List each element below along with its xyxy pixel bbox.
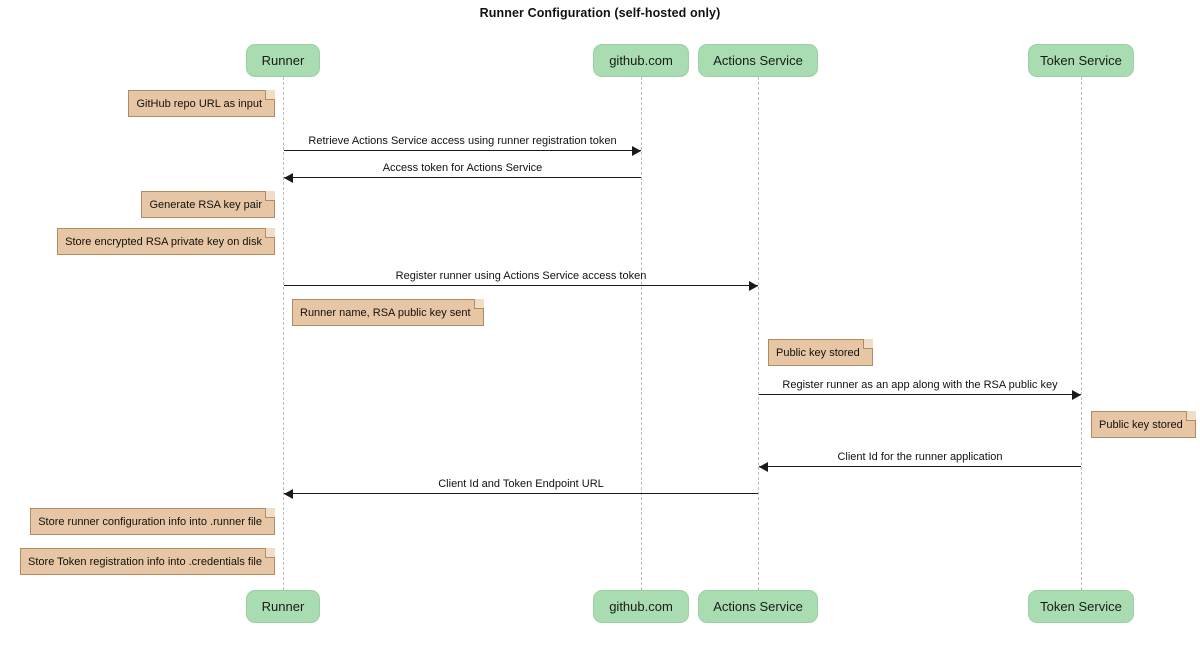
- note-public-key-stored-1: Public key stored: [768, 339, 873, 366]
- note-fold-corner-icon: [265, 508, 275, 518]
- lifeline-token: [1081, 77, 1082, 590]
- msg-access-token-line: [284, 177, 641, 178]
- participant-github-top[interactable]: github.com: [593, 44, 689, 77]
- msg-client-id-token-endpoint-line: [284, 493, 758, 494]
- participant-label: Actions Service: [713, 599, 803, 614]
- note-runner-name-rsa: Runner name, RSA public key sent: [292, 299, 484, 326]
- note-store-token-reg: Store Token registration info into .cred…: [20, 548, 275, 575]
- lifeline-github: [641, 77, 642, 590]
- note-text: Runner name, RSA public key sent: [300, 306, 471, 319]
- msg-register-runner-app-arrowhead: [1072, 389, 1081, 400]
- note-fold-corner-icon: [265, 548, 275, 558]
- msg-register-runner-app-line: [759, 394, 1081, 395]
- note-text: Store runner configuration info into .ru…: [38, 515, 262, 528]
- note-fold-corner-icon: [473, 299, 484, 309]
- note-fold-corner-icon: [265, 90, 275, 100]
- note-public-key-stored-2: Public key stored: [1091, 411, 1196, 438]
- note-fold-corner-icon: [265, 191, 275, 201]
- participant-token-top[interactable]: Token Service: [1028, 44, 1134, 77]
- note-text: Public key stored: [1099, 418, 1183, 431]
- note-store-encrypted-rsa: Store encrypted RSA private key on disk: [57, 228, 275, 255]
- participant-token-bottom[interactable]: Token Service: [1028, 590, 1134, 623]
- participant-label: Runner: [261, 599, 305, 614]
- note-fold-corner-icon: [265, 228, 275, 238]
- note-github-repo-url: GitHub repo URL as input: [128, 90, 275, 117]
- note-generate-rsa: Generate RSA key pair: [141, 191, 275, 218]
- page-title: Runner Configuration (self-hosted only): [479, 6, 721, 20]
- msg-register-runner-app-label: Register runner as an app along with the…: [782, 379, 1058, 391]
- msg-client-id-for-runner-app-arrowhead: [759, 461, 768, 472]
- lifeline-actions: [758, 77, 759, 590]
- note-text: Generate RSA key pair: [149, 198, 262, 211]
- msg-retrieve-actions-access-label: Retrieve Actions Service access using ru…: [308, 135, 617, 147]
- note-fold-corner-icon: [1185, 411, 1196, 421]
- msg-register-runner-label: Register runner using Actions Service ac…: [395, 270, 647, 282]
- participant-actions-top[interactable]: Actions Service: [698, 44, 818, 77]
- participant-label: github.com: [609, 599, 673, 614]
- participant-actions-bottom[interactable]: Actions Service: [698, 590, 818, 623]
- participant-label: Runner: [261, 53, 305, 68]
- participant-github-bottom[interactable]: github.com: [593, 590, 689, 623]
- participant-runner-top[interactable]: Runner: [246, 44, 320, 77]
- participant-label: github.com: [609, 53, 673, 68]
- msg-retrieve-actions-access-line: [284, 150, 641, 151]
- msg-retrieve-actions-access-arrowhead: [632, 145, 641, 156]
- note-fold-corner-icon: [862, 339, 873, 349]
- msg-client-id-token-endpoint-label: Client Id and Token Endpoint URL: [438, 478, 604, 490]
- participant-runner-bottom[interactable]: Runner: [246, 590, 320, 623]
- msg-client-id-for-runner-app-label: Client Id for the runner application: [837, 451, 1003, 463]
- note-text: GitHub repo URL as input: [136, 97, 262, 110]
- note-text: Public key stored: [776, 346, 860, 359]
- note-text: Store Token registration info into .cred…: [28, 555, 262, 568]
- note-store-runner-config: Store runner configuration info into .ru…: [30, 508, 275, 535]
- participant-label: Token Service: [1040, 53, 1122, 68]
- msg-register-runner-line: [284, 285, 758, 286]
- participant-label: Token Service: [1040, 599, 1122, 614]
- msg-client-id-token-endpoint-arrowhead: [284, 488, 293, 499]
- msg-access-token-arrowhead: [284, 172, 293, 183]
- msg-access-token-label: Access token for Actions Service: [382, 162, 543, 174]
- lifeline-runner: [283, 77, 284, 590]
- participant-label: Actions Service: [713, 53, 803, 68]
- note-text: Store encrypted RSA private key on disk: [65, 235, 262, 248]
- msg-client-id-for-runner-app-line: [759, 466, 1081, 467]
- msg-register-runner-arrowhead: [749, 280, 758, 291]
